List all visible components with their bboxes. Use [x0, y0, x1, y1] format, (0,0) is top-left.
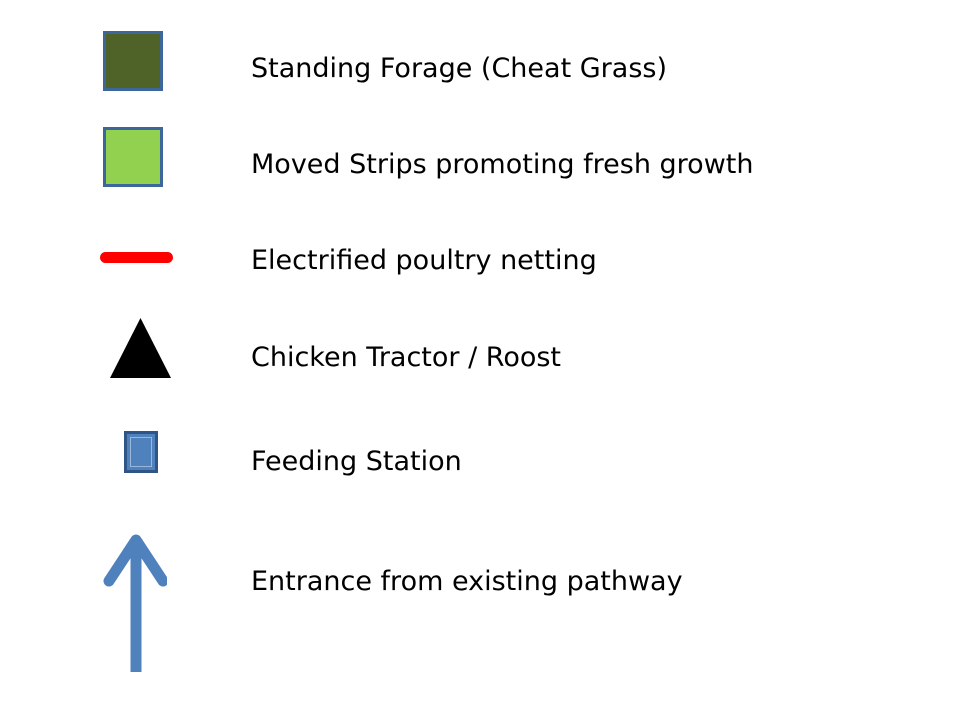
blue-small-square-icon — [124, 431, 158, 473]
red-line-icon — [100, 252, 173, 263]
legend-label-entrance: Entrance from existing pathway — [251, 566, 683, 597]
dark-green-square-icon — [103, 31, 163, 91]
legend-label-feeding-station: Feeding Station — [251, 446, 462, 477]
legend-label-moved-strips: Moved Strips promoting fresh growth — [251, 149, 754, 180]
legend-label-standing-forage: Standing Forage (Cheat Grass) — [251, 53, 667, 84]
feeder-inner-border — [130, 437, 152, 467]
light-green-square-icon — [103, 127, 163, 187]
legend-label-electrified-netting: Electrified poultry netting — [251, 245, 597, 276]
legend-label-chicken-tractor: Chicken Tractor / Roost — [251, 342, 562, 373]
black-triangle-icon — [110, 318, 171, 378]
blue-up-arrow-icon — [103, 534, 167, 672]
